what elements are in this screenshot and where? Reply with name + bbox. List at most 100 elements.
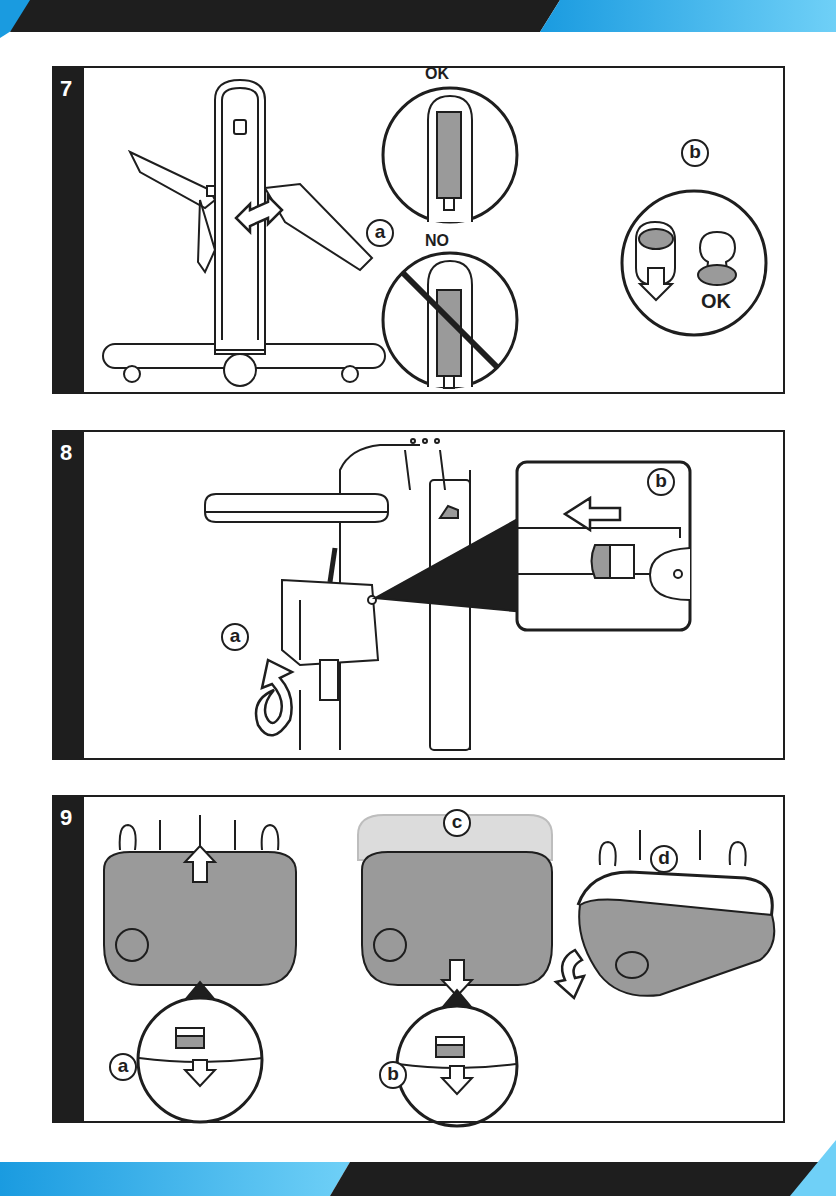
drawing-part xyxy=(130,152,215,208)
drawing-part xyxy=(411,439,415,443)
drawing-part xyxy=(444,376,454,388)
drawing-part xyxy=(650,548,690,600)
zoom-release-lever xyxy=(375,462,690,630)
drawing-part xyxy=(138,998,262,1122)
callout-letter: b xyxy=(681,139,709,167)
callout-letter-text: a xyxy=(230,626,241,645)
header-band xyxy=(0,0,836,38)
drawing-part xyxy=(185,1060,215,1086)
drawing-part xyxy=(234,120,246,134)
drawing-part xyxy=(236,196,282,232)
drawing-part xyxy=(402,272,498,368)
footer-band xyxy=(0,1140,836,1196)
drawing-part xyxy=(330,548,335,582)
zoom-circle: NO xyxy=(385,255,519,389)
zoom-latch-ok xyxy=(383,88,517,222)
drawing-part xyxy=(436,1037,464,1045)
drawing-part xyxy=(320,660,338,700)
drawing-part xyxy=(517,462,690,630)
drawing-part xyxy=(430,480,470,750)
status-label: OK xyxy=(425,66,449,82)
drawing-part xyxy=(423,439,427,443)
drawing-part xyxy=(674,570,682,578)
drawing-part xyxy=(616,952,648,978)
step-number-bar: 7 xyxy=(54,68,84,392)
drawing-part xyxy=(299,690,301,750)
status-label: NO xyxy=(425,233,449,249)
callout-letter: a xyxy=(109,1053,137,1081)
drawing-part xyxy=(224,354,256,386)
step-number: 8 xyxy=(60,442,72,464)
status-label: OK xyxy=(701,291,731,311)
drawing-part xyxy=(565,498,620,530)
zoom-button xyxy=(622,191,766,335)
callout-letter-text: a xyxy=(118,1056,129,1075)
callout-letter: b xyxy=(647,468,675,496)
drawing-part xyxy=(205,511,388,513)
step-panel: 7aOKNObOK xyxy=(52,66,785,394)
drawing-part xyxy=(610,545,634,578)
drawing-part xyxy=(428,96,472,222)
drawing-part xyxy=(0,1162,350,1196)
drawing-part xyxy=(579,900,774,996)
drawing-part xyxy=(374,929,406,961)
callout-letter: c xyxy=(443,809,471,837)
zoom-circle: OK xyxy=(624,193,768,337)
drawing-part xyxy=(185,846,215,882)
drawing-part xyxy=(444,198,454,210)
drawing-part xyxy=(299,600,301,660)
step-number: 9 xyxy=(60,807,72,829)
drawing-part xyxy=(592,545,611,578)
drawing-part xyxy=(282,580,378,665)
drawing-part xyxy=(405,450,445,490)
callout-letter-text: d xyxy=(658,848,670,867)
callout-letter-text: c xyxy=(452,812,463,831)
callout-letter-text: b xyxy=(655,471,667,490)
drawing-part xyxy=(176,1028,204,1036)
drawing-part xyxy=(116,929,148,961)
drawing-part xyxy=(556,950,584,998)
drawing-part xyxy=(437,112,461,198)
zoom-circle: OK xyxy=(385,90,519,224)
drawing-part xyxy=(383,88,517,222)
drawing-part xyxy=(698,265,736,285)
step-number-bar: 8 xyxy=(54,432,84,758)
drawing-part xyxy=(435,439,439,443)
drawing-part xyxy=(436,1037,464,1057)
callout-letter: a xyxy=(221,623,249,651)
tray-removal-views xyxy=(104,815,774,1126)
step-number-bar: 9 xyxy=(54,797,84,1121)
drawing-part xyxy=(10,0,560,32)
callout-letter-text: b xyxy=(387,1064,399,1083)
drawing-part xyxy=(440,506,458,518)
drawing-part xyxy=(640,268,672,300)
zoom-latch-no xyxy=(383,253,517,388)
callout-letter: d xyxy=(650,845,678,873)
drawing-part xyxy=(383,253,517,387)
callout-letter-text: b xyxy=(689,142,701,161)
callout-letter: b xyxy=(379,1061,407,1089)
drawing-part xyxy=(342,366,358,382)
drawing-part xyxy=(256,660,292,735)
drawing-part xyxy=(198,200,215,272)
drawing-part xyxy=(639,229,673,249)
drawing-part xyxy=(375,515,525,612)
step-panel: 9 a b c d xyxy=(52,795,785,1123)
drawing-part xyxy=(442,1066,472,1094)
drawing-part xyxy=(176,1028,204,1048)
callout-letter-text: a xyxy=(375,222,386,241)
drawing-part xyxy=(124,366,140,382)
drawing-part xyxy=(790,1140,836,1196)
drawing-part xyxy=(437,290,461,376)
drawing-part xyxy=(205,494,388,522)
drawing-part xyxy=(397,1006,517,1126)
drawing-part xyxy=(330,1162,836,1196)
drawing-part xyxy=(540,0,836,32)
step-panel: 8 a b xyxy=(52,430,785,760)
highchair-side-view xyxy=(103,80,385,386)
drawing-part xyxy=(120,815,279,850)
drawing-part xyxy=(265,184,372,270)
callout-letter: a xyxy=(366,219,394,247)
